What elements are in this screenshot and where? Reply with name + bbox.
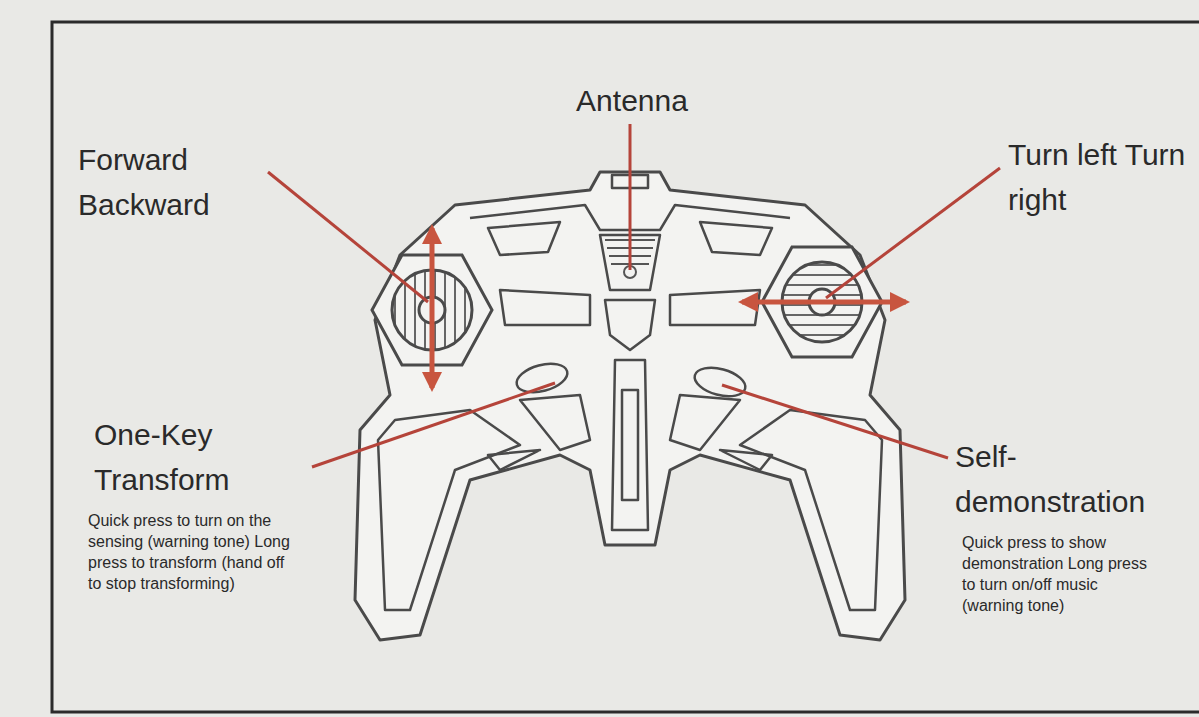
antenna-label: Antenna [552,78,712,123]
stick-label: Turn left Turn right [1008,132,1193,222]
stick-label: Forward Backward [78,137,268,227]
frame [52,22,1199,712]
button-label: One-Key Transform [94,412,304,502]
button-note: Quick press to turn on the sensing (warn… [88,510,293,594]
button-label: Self- demonstration [955,434,1185,524]
direction-arrows [432,228,906,388]
leader-lines [268,124,1000,467]
control-sticks [372,247,882,365]
buttons [514,359,749,402]
button-note: Quick press to show demonstration Long p… [962,532,1162,616]
